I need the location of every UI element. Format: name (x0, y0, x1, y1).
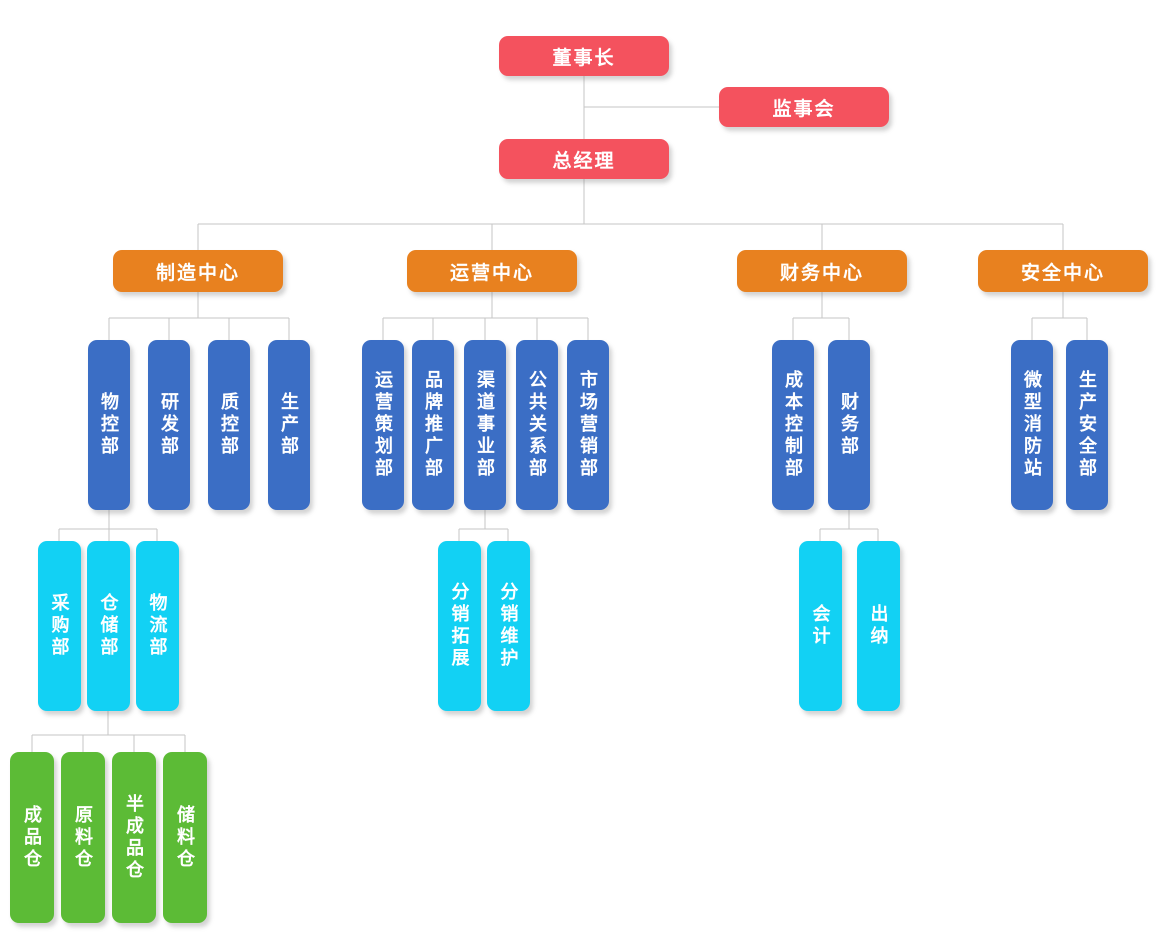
node-channel-business[interactable]: 渠道事业部 (464, 340, 506, 510)
node-cashier[interactable]: 出纳 (857, 541, 900, 711)
node-production-safety[interactable]: 生产安全部 (1066, 340, 1108, 510)
node-safety-center[interactable]: 安全中心 (978, 250, 1148, 292)
node-marketing[interactable]: 市场营销部 (567, 340, 609, 510)
connector-path (31, 76, 1088, 752)
node-dist-maintenance[interactable]: 分销维护 (487, 541, 530, 711)
node-ops-planning[interactable]: 运营策划部 (362, 340, 404, 510)
node-production[interactable]: 生产部 (268, 340, 310, 510)
node-chairman[interactable]: 董事长 (499, 36, 669, 76)
node-supervisory-board[interactable]: 监事会 (719, 87, 889, 127)
node-raw-material-warehouse[interactable]: 原料仓 (61, 752, 105, 923)
node-storage-warehouse[interactable]: 储料仓 (163, 752, 207, 923)
node-semi-finished-warehouse[interactable]: 半成品仓 (112, 752, 156, 923)
node-mini-fire-station[interactable]: 微型消防站 (1011, 340, 1053, 510)
node-finished-goods-warehouse[interactable]: 成品仓 (10, 752, 54, 923)
node-brand-promo[interactable]: 品牌推广部 (412, 340, 454, 510)
node-logistics[interactable]: 物流部 (136, 541, 179, 711)
node-general-manager[interactable]: 总经理 (499, 139, 669, 179)
node-fin-center[interactable]: 财务中心 (737, 250, 907, 292)
node-finance-dept[interactable]: 财务部 (828, 340, 870, 510)
node-rnd[interactable]: 研发部 (148, 340, 190, 510)
node-warehousing[interactable]: 仓储部 (87, 541, 130, 711)
node-ops-center[interactable]: 运营中心 (407, 250, 577, 292)
node-accounting[interactable]: 会计 (799, 541, 842, 711)
node-public-relations[interactable]: 公共关系部 (516, 340, 558, 510)
node-dist-expansion[interactable]: 分销拓展 (438, 541, 481, 711)
node-cost-control[interactable]: 成本控制部 (772, 340, 814, 510)
node-mfg-center[interactable]: 制造中心 (113, 250, 283, 292)
node-material-control[interactable]: 物控部 (88, 340, 130, 510)
node-purchasing[interactable]: 采购部 (38, 541, 81, 711)
node-qc[interactable]: 质控部 (208, 340, 250, 510)
